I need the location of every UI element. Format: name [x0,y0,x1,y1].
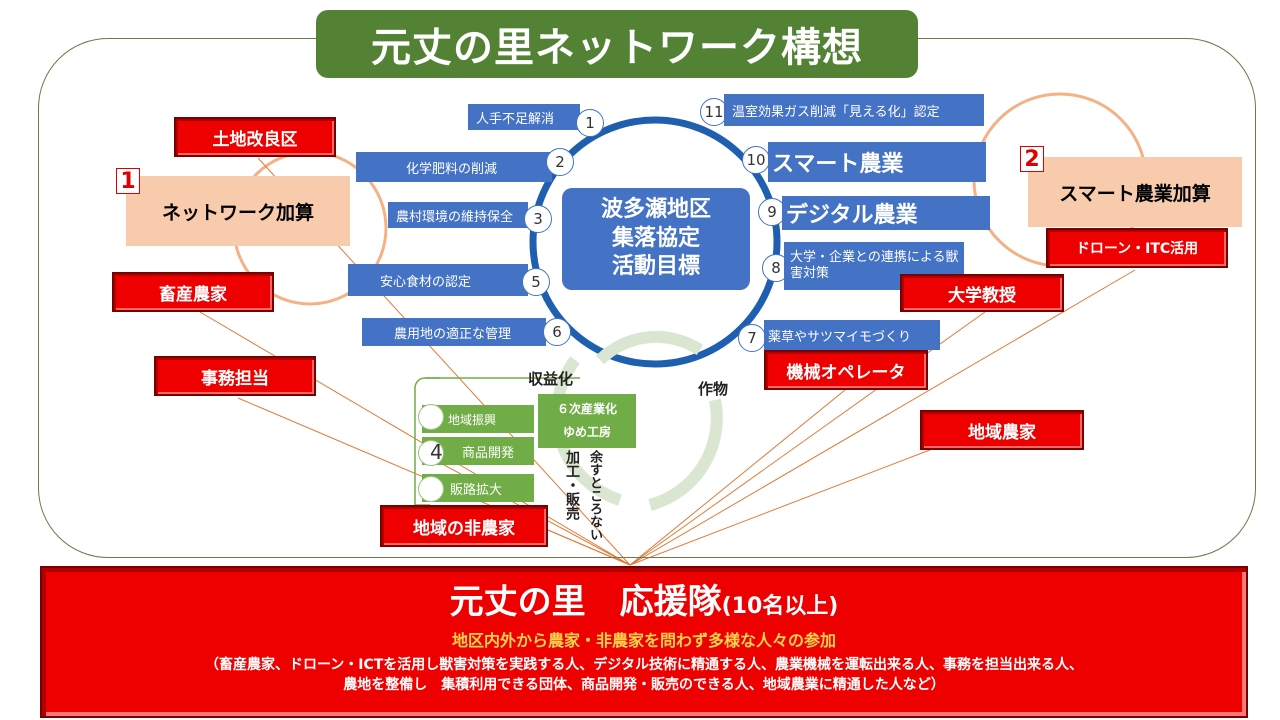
goal-label-6: 農用地の適正な管理 [362,318,546,346]
smart-bonus-num: 2 [1020,146,1044,172]
goal-num-1: 1 [576,109,604,137]
factory-box: ６次産業化 ゆめ工房 [538,394,636,448]
processing-num: 4 [430,440,443,464]
goal-label-2: 化学肥料の削減 [356,152,552,182]
supporters-detail2: 農地を整備し 集積利用できる団体、商品開発・販売のできる人、地域農業に精通した人… [343,676,945,693]
actor-drone-itc: ドローン・ITC活用 [1046,228,1228,268]
goal-label-3: 農村環境の維持保全 [388,202,528,228]
goal-num-3: 3 [524,205,552,233]
network-bonus-num: 1 [116,168,140,194]
smart-bonus-label: スマート農業加算 [1059,182,1211,205]
network-bonus-label: ネットワーク加算 [161,201,314,224]
center-goals-box: 波多瀬地区 集落協定 活動目標 [562,188,750,290]
goal-label-9: デジタル農業 [782,196,990,230]
goal-label-1: 人手不足解消 [468,104,580,130]
goal-num-2: 2 [546,148,574,176]
actor-professor: 大学教授 [900,274,1064,312]
center-line3: 活動目標 [611,254,700,280]
goal-num-6: 6 [543,318,571,346]
supporters-subtitle: 地区内外から農家・非農家を問わず多様な人々の参加 [451,630,836,650]
actor-livestock-farmer: 畜産農家 [112,272,274,312]
goal-label-11: 温室効果ガス削減「見える化」認定 [724,94,984,126]
cycle-label-profit: 収益化 [528,370,574,388]
smart-bonus-box: スマート農業加算 [1028,157,1242,227]
cycle-label-process2: 余すところない [587,450,602,541]
goal-circle [529,116,781,368]
factory-line2: ゆめ工房 [562,425,611,439]
goal-label-5: 安心食材の認定 [348,264,528,296]
bullet-dot [418,440,444,466]
supporters-title: 元丈の里 応援隊 [449,582,722,622]
cycle-arrow-top [595,330,704,365]
page-title: 元丈の里ネットワーク構想 [316,10,918,78]
actor-office-staff: 事務担当 [154,356,316,396]
actor-local-nonfarmer: 地域の非農家 [380,505,548,547]
network-bonus-box: ネットワーク加算 [126,176,350,246]
processing-bracket [414,377,440,506]
goal-label-7: 薬草やサツマイモづくり [764,320,940,350]
cycle-label-process1: 加工・販売 [564,450,580,520]
supporters-detail1: （畜産農家、ドローン・ICTを活用し獣害対策を実践する人、デジタル技術に精通する… [204,656,1084,673]
actor-local-farmer: 地域農家 [920,410,1084,450]
supporters-heading: 元丈の里 応援隊(10名以上) [42,582,1246,623]
factory-line1: ６次産業化 [556,402,617,417]
center-line1: 波多瀬地区 [600,197,711,223]
supporters-panel: 元丈の里 応援隊(10名以上) 地区内外から農家・非農家を問わず多様な人々の参加… [40,566,1248,718]
cycle-arrow-right [648,398,723,511]
cycle-label-crop: 作物 [698,380,729,398]
bullet-dot [418,476,444,502]
center-line2: 集落協定 [611,225,700,251]
bullet-dot [418,404,444,430]
actor-land-improvement: 土地改良区 [174,117,336,157]
goal-num-5: 5 [522,268,550,296]
actor-machine-operator: 機械オペレータ [764,350,928,390]
supporters-count: (10名以上) [721,594,839,619]
goal-num-7: 7 [738,324,766,352]
goal-label-10: スマート農業 [768,142,986,182]
goal-num-10: 10 [742,146,770,174]
